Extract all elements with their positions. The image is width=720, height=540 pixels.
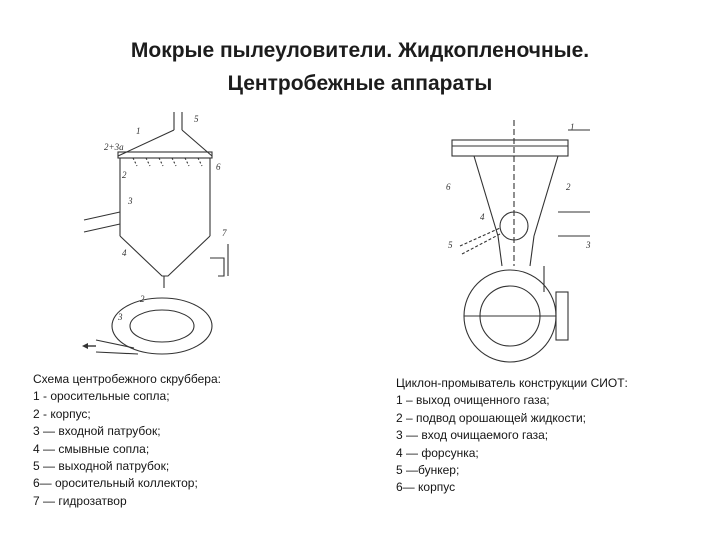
scrubber-caption-line: 2 - корпус;	[33, 406, 91, 421]
scrubber-caption-line: 7 — гидрозатвор	[33, 493, 127, 508]
slide-title-line-1: Мокрые пылеуловители. Жидкопленочные.	[130, 39, 590, 62]
scrubber-flow-label: 2+3a	[104, 142, 124, 152]
cyclone-callout-2: 2	[566, 182, 571, 192]
cyclone-callout-5: 5	[448, 240, 453, 250]
scrubber-caption: Схема центробежного скруббера: 1 - ороси…	[33, 371, 221, 510]
cyclone-caption-line: 2 – подвод орошающей жидкости;	[396, 410, 587, 425]
scrubber-caption-line: 1 - оросительные сопла;	[33, 389, 170, 404]
scrubber-callout-1: 1	[136, 126, 141, 136]
scrubber-drawing: 1 5 6 2 3 7 4 2 3 2+3a	[78, 108, 248, 360]
scrubber-callout-4: 4	[122, 248, 127, 258]
cyclone-caption-line: 4 — форсунка;	[396, 445, 479, 460]
scrubber-caption-line: 4 — смывные сопла;	[33, 441, 150, 456]
cyclone-caption-line: 3 — вход очищаемого газа;	[396, 428, 549, 443]
cyclone-washer-drawing: 1 6 2 5 3 4	[440, 116, 600, 368]
cyclone-caption-line: Циклон-промыватель конструкции СИОТ:	[396, 376, 628, 390]
scrubber-callout-6: 6	[216, 162, 221, 172]
cyclone-washer-drawing-svg: 1 6 2 5 3 4	[446, 120, 591, 363]
cyclone-caption-line: 5 —бункер;	[396, 463, 460, 478]
cyclone-callout-1: 1	[570, 122, 575, 132]
scrubber-callout-2: 2	[122, 170, 127, 180]
scrubber-caption-line: 3 — входной патрубок;	[33, 424, 161, 439]
slide-title-line-2: Центробежные аппараты	[227, 72, 493, 95]
scrubber-plan-callout-3: 3	[117, 312, 123, 322]
cyclone-washer-caption: Циклон-промыватель конструкции СИОТ: 1 –…	[396, 375, 628, 497]
cyclone-callout-6: 6	[446, 182, 451, 192]
slide-title: Мокрые пылеуловители. Жидкопленочные. Це…	[0, 34, 720, 100]
scrubber-callout-5: 5	[194, 114, 199, 124]
scrubber-plan-callout-2: 2	[140, 294, 145, 304]
cyclone-callout-4: 4	[480, 212, 485, 222]
cyclone-caption-line: 6— корпус	[396, 480, 456, 495]
scrubber-drawing-svg: 1 5 6 2 3 7 4 2 3 2+3a	[82, 112, 229, 355]
scrubber-caption-line: Схема центробежного скруббера:	[33, 372, 221, 386]
scrubber-caption-line: 5 — выходной патрубок;	[33, 459, 170, 474]
scrubber-caption-line: 6— оросительный коллектор;	[33, 476, 198, 491]
cyclone-callout-3: 3	[585, 240, 591, 250]
scrubber-callout-7: 7	[222, 228, 227, 238]
scrubber-callout-3: 3	[127, 196, 133, 206]
cyclone-caption-line: 1 – выход очищенного газа;	[396, 393, 550, 408]
